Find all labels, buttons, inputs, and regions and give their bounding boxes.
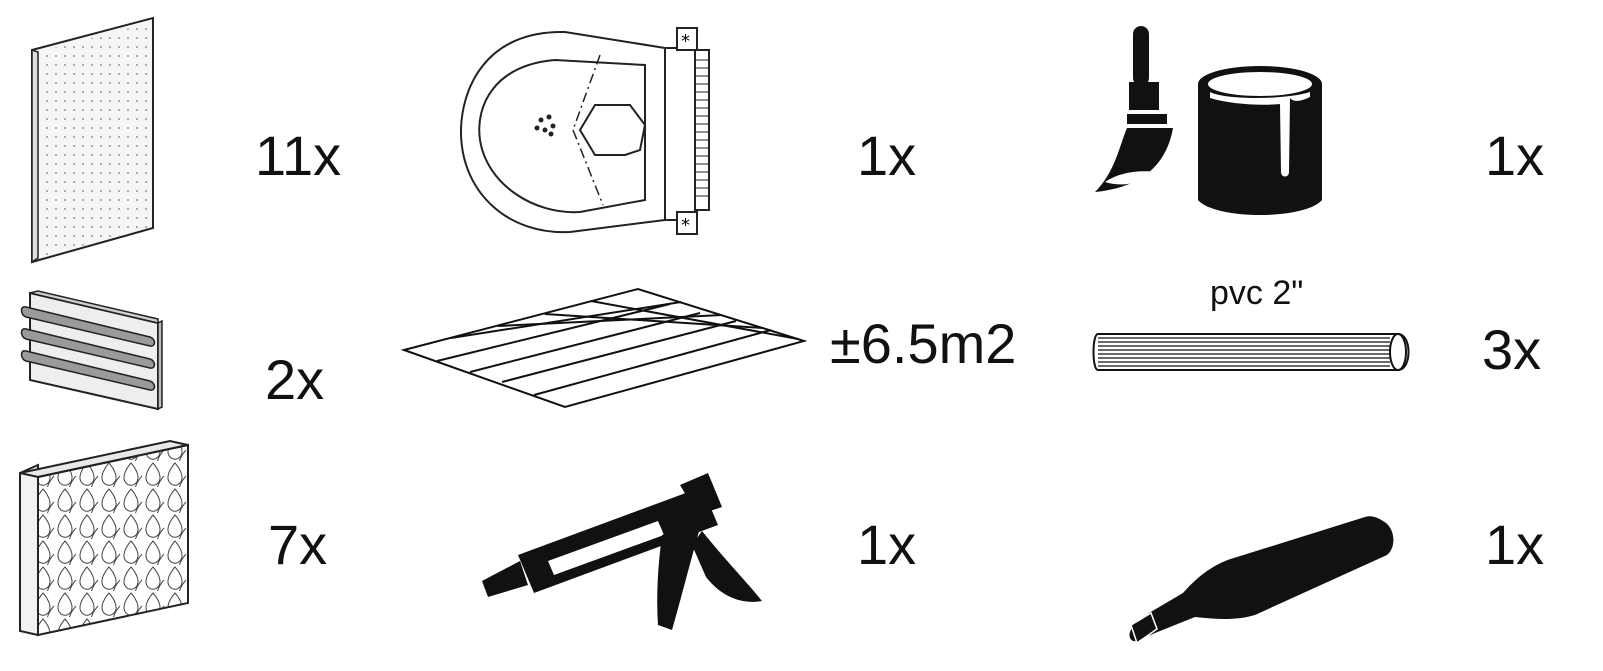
svg-text:*: *: [681, 31, 690, 52]
quantity-rail: 2x: [265, 348, 325, 411]
bottle-icon: [1129, 516, 1394, 645]
quantity-board: 11x: [255, 124, 342, 187]
toilet-bowl-icon: * *: [459, 27, 710, 236]
quantity-caulking-gun: 1x: [857, 513, 917, 576]
caulking-gun-icon: [482, 473, 762, 630]
pvc-pipe-label: pvc 2": [1210, 274, 1304, 312]
quantity-pvc-pipe: 3x: [1482, 318, 1542, 381]
quantity-toilet: 1x: [857, 124, 917, 187]
floor-tile-grid-icon: [400, 287, 808, 409]
paint-brush-and-can-icon: [1095, 26, 1322, 215]
perforated-board-icon: [31, 16, 154, 264]
svg-text:*: *: [681, 215, 690, 236]
quantity-insulation: 7x: [268, 513, 328, 576]
quantity-paint: 1x: [1485, 124, 1545, 187]
insulation-block-icon: [19, 439, 189, 637]
quantity-floor-tiles: ±6.5m2: [830, 312, 1017, 375]
quantity-bottle: 1x: [1485, 513, 1545, 576]
pvc-pipe-icon: [1092, 333, 1410, 371]
wall-rail-panel-icon: [20, 290, 163, 411]
